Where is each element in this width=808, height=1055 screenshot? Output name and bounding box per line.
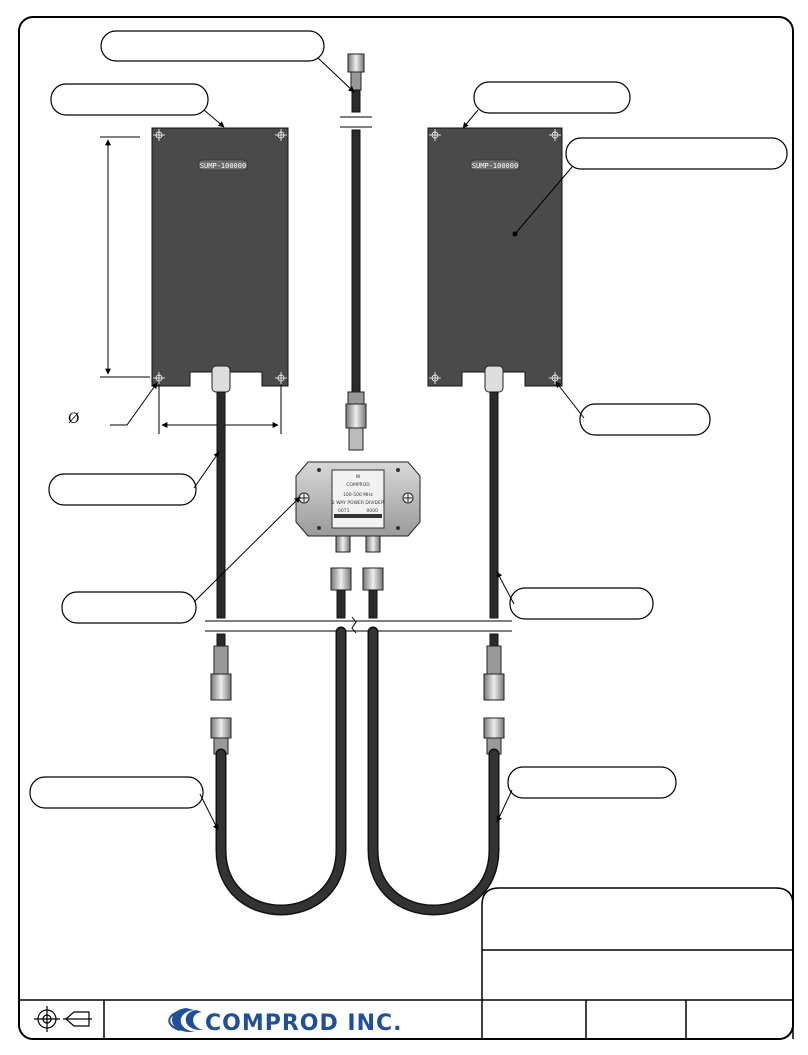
right-antenna-cable (483, 391, 505, 755)
callout-right-antenna (473, 81, 631, 114)
splitter-line-4: 2 WAY POWER DIVIDER (332, 500, 384, 506)
callout-mount-hole (579, 403, 711, 436)
left-antenna: SUMP-100000 (151, 127, 289, 393)
splitter-line-2: COMPROD (346, 482, 370, 488)
right-antenna-label: SUMP-100000 (472, 162, 518, 170)
title-block (19, 887, 794, 1039)
callout-left-antenna (50, 83, 209, 116)
feed-cable-top (340, 53, 372, 451)
callout-top-feed (100, 30, 325, 62)
callout-left-jumper (29, 776, 204, 809)
callout-right-cable (509, 587, 654, 620)
right-antenna: SUMP-100000 (427, 127, 563, 393)
splitter-line-1: W (356, 474, 361, 480)
power-divider: W COMPROD 100-500 MHz 2 WAY POWER DIVIDE… (295, 461, 421, 553)
left-antenna-label: SUMP-100000 (200, 162, 246, 170)
mounting-hole-icon (429, 129, 561, 384)
callout-right-antenna-body (565, 137, 788, 170)
splitter-line-3: 100-500 MHz (343, 492, 373, 498)
mounting-hole-icon (153, 129, 287, 384)
callout-leaders (193, 57, 585, 831)
jumper-loops (215, 626, 500, 916)
callout-splitter (61, 591, 197, 624)
screw-icon (298, 492, 414, 504)
diameter-symbol: Ø (68, 411, 79, 427)
splitter-output-cables (330, 567, 384, 619)
splitter-line-5a: 0071 (338, 508, 350, 514)
third-angle-projection-icon (34, 1006, 92, 1032)
callout-bubbles (29, 30, 788, 809)
left-antenna-cable (210, 391, 232, 755)
drawing-border (18, 16, 794, 1040)
callout-right-jumper (507, 766, 677, 799)
cable-break-lines (205, 616, 512, 634)
callout-left-cable (48, 473, 197, 506)
splitter-line-5b: 0000 (367, 508, 379, 514)
hole-diameter-leader (110, 382, 158, 426)
company-name: COMPROD INC. (205, 1011, 403, 1036)
height-dimension (100, 136, 150, 378)
comprod-logo: COMPROD INC. (168, 1008, 403, 1036)
